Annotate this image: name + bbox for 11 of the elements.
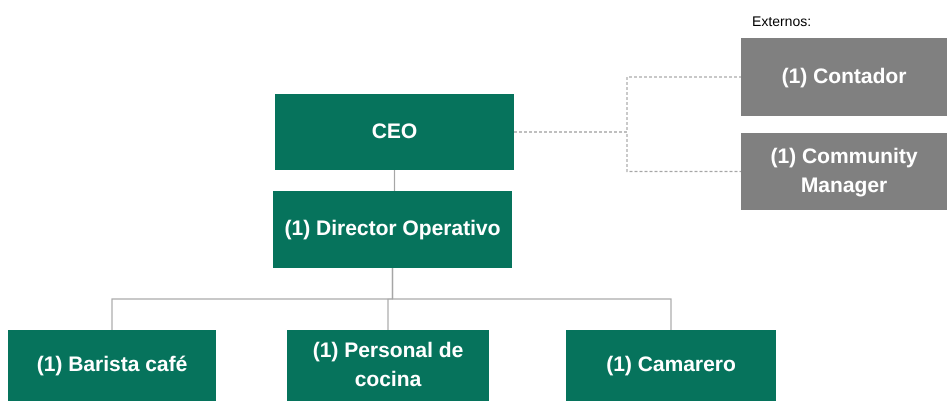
- role-box: (1) Director Operativo: [273, 191, 512, 268]
- connector-line: [392, 268, 672, 330]
- role-box: CEO: [275, 94, 514, 170]
- role-box: (1) Personal de cocina: [287, 330, 489, 401]
- role-box: (1) Barista café: [8, 330, 216, 401]
- connector-line: [394, 170, 396, 191]
- group-heading: Externos:: [752, 13, 812, 29]
- role-box: (1) Camarero: [566, 330, 776, 401]
- connector-line: [514, 131, 741, 172]
- external-role-box: (1) Community Manager: [741, 133, 947, 210]
- external-role-box: (1) Contador: [741, 38, 947, 116]
